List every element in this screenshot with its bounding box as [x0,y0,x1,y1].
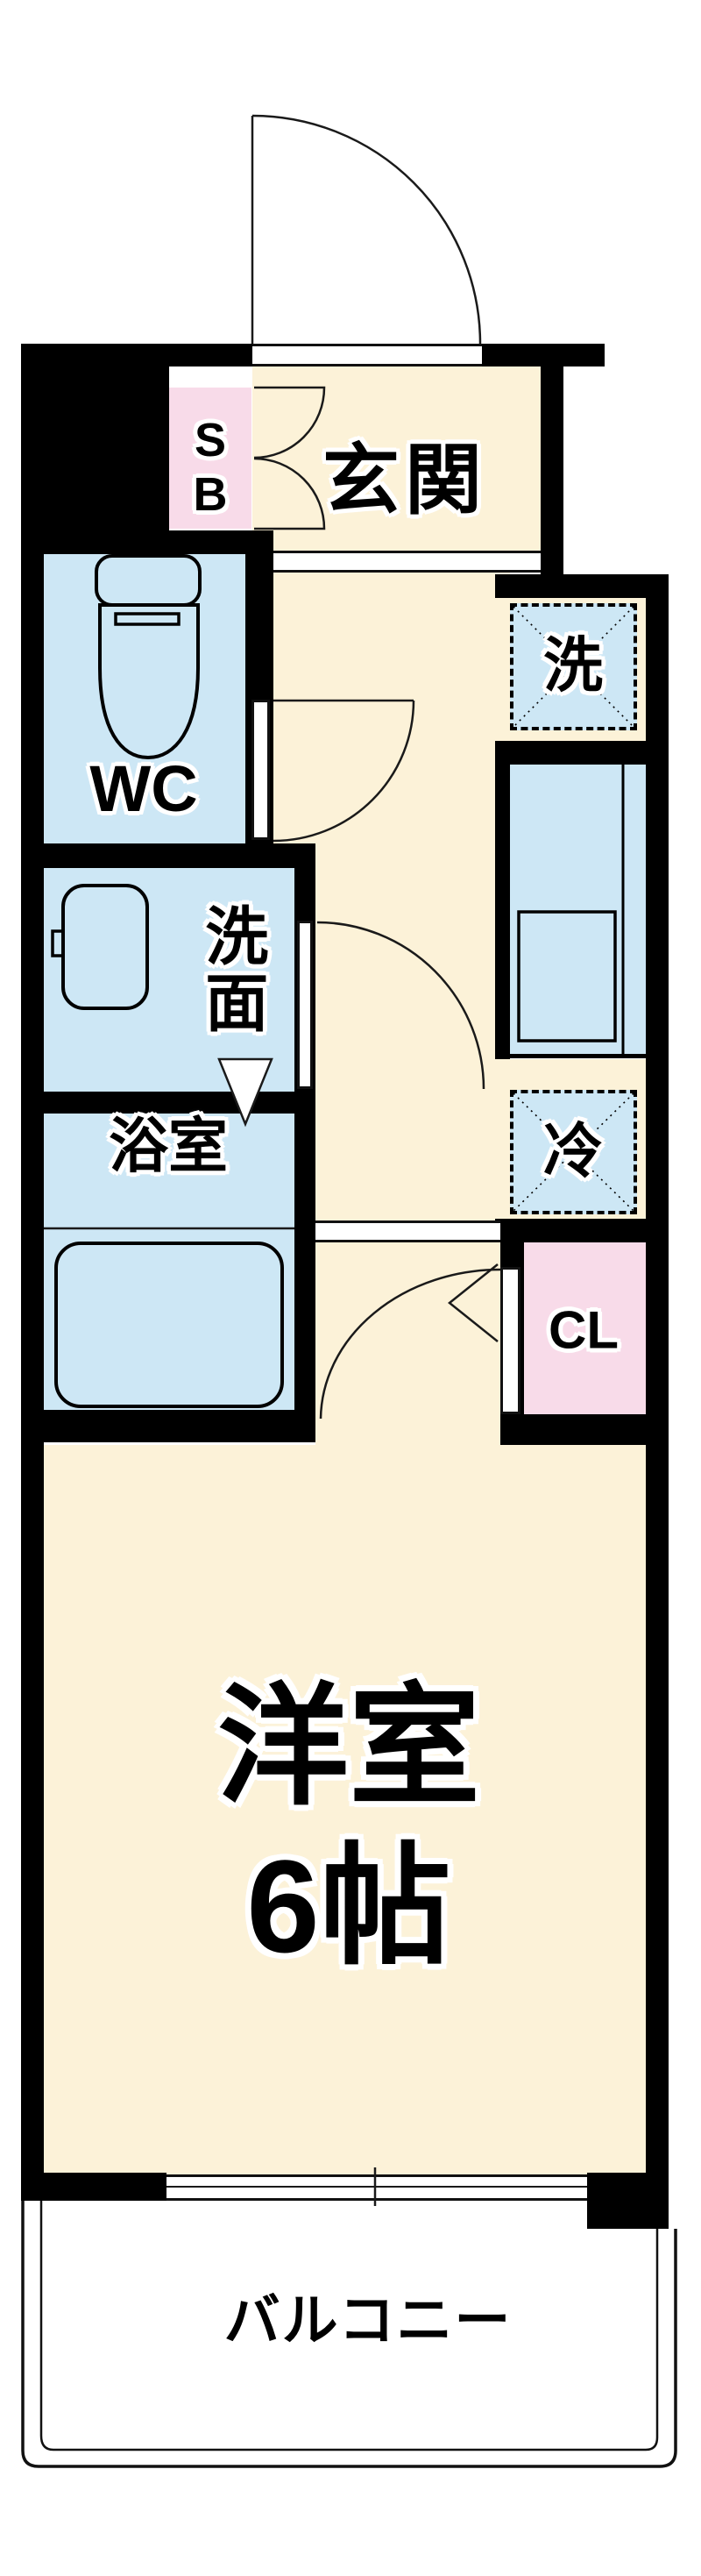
wall-kitchen-left [495,741,510,1059]
genkan-step [273,551,541,573]
fridge-space-label: 冷 [542,1118,604,1185]
closet-label: CL [549,1300,619,1360]
wall-bottom-left-block [21,2173,166,2201]
wc-label: WC [89,752,198,826]
washer-space-label: 洗 [542,632,604,700]
wall-top-left [21,344,252,366]
wall-kitchen-top [495,741,646,765]
wall-below-shoebox [21,530,273,554]
wall-closet-door-cap [500,1242,524,1270]
entrance-threshold [252,344,482,366]
balcony-window [166,2174,587,2201]
wall-senmen-bottom [21,1092,315,1114]
senmen-label: 洗面 [195,903,266,1036]
wc-door-leaf [251,700,270,840]
wall-right [646,574,669,2229]
main-room-floor [44,1445,646,2174]
wall-kitchen-bottom-line [510,1054,646,1058]
wall-left [21,344,44,2201]
wall-closet-bottom [500,1414,646,1445]
main-room-label: 洋室 6帖 [217,1667,480,1986]
senmen-door-leaf [297,921,313,1089]
entrance-door-swing [251,114,482,345]
wall-genkan-right [541,366,563,576]
shoebox-label: S B [194,413,228,522]
shoe-box [169,388,251,529]
bathroom-label: 浴室 [108,1113,229,1180]
main-room-doorway [315,1220,500,1242]
wall-bathroom-bottom [21,1410,315,1442]
main-room-size: 6帖 [246,1832,451,1980]
room-entry-floor [315,1242,500,1445]
closet-box [524,1242,646,1414]
wall-below-fridge [495,1219,669,1242]
wall-bathroom-right [294,1114,315,1442]
kitchen-floor [510,765,646,1054]
wall-step-right [495,574,669,598]
shoebox-label-line1: S [194,414,227,466]
balcony-label: バルコニー [223,2288,513,2352]
wall-bottom-right-block [587,2173,669,2229]
wall-shoebox-left-block [21,366,169,530]
genkan-label: 玄関 [322,436,488,523]
wall-wc-bottom [21,843,315,868]
wall-closet-left-line [520,1270,524,1414]
main-room-name: 洋室 [216,1673,481,1820]
main-room-door-leaf [500,1267,520,1414]
shoebox-label-line2: B [193,468,228,521]
wall-top-right [482,344,605,366]
